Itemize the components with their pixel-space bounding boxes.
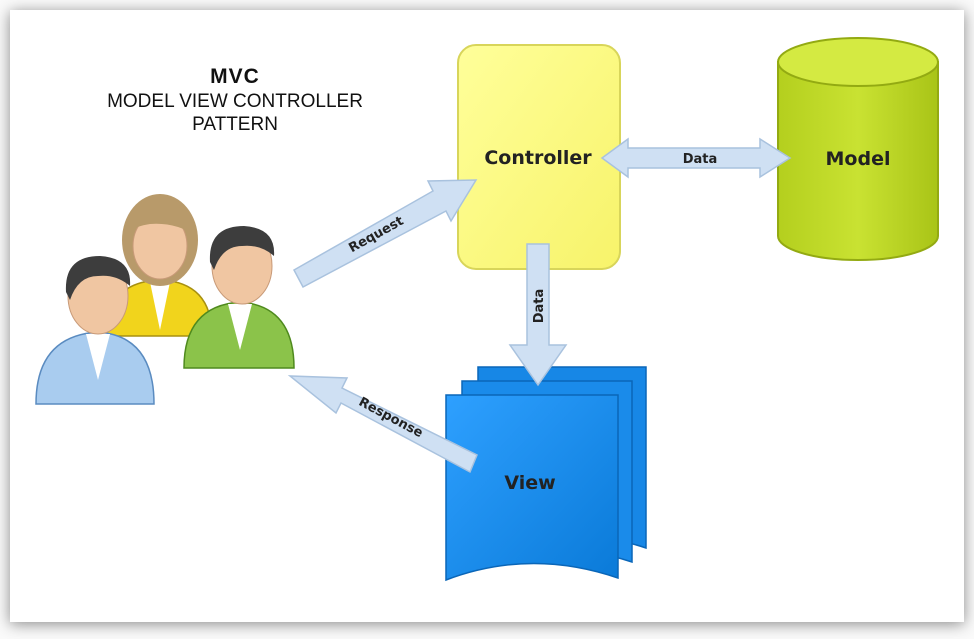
diagram-title: MVC MODEL VIEW CONTROLLER PATTERN — [50, 64, 420, 136]
user-man-right-icon — [183, 226, 295, 369]
view-node: View — [445, 366, 647, 582]
title-line1: MODEL VIEW CONTROLLER — [107, 91, 363, 112]
data-arrow-controller-view: Data — [508, 243, 568, 387]
controller-node: Controller — [457, 44, 621, 270]
view-label: View — [504, 472, 555, 494]
user-man-left-icon — [35, 256, 155, 405]
data-arrow-controller-model: Data — [600, 137, 792, 179]
request-arrow: Request — [292, 179, 478, 289]
user-woman-icon — [105, 194, 213, 337]
data-label-controller-model: Data — [683, 152, 718, 167]
users-group-icon — [35, 194, 295, 405]
title-line2: PATTERN — [192, 114, 278, 135]
model-node: Model — [777, 37, 939, 261]
title-main: MVC — [210, 65, 260, 88]
response-label: Response — [356, 395, 426, 441]
model-label: Model — [826, 148, 891, 170]
controller-label: Controller — [484, 147, 592, 169]
data-label-controller-view: Data — [532, 289, 547, 324]
